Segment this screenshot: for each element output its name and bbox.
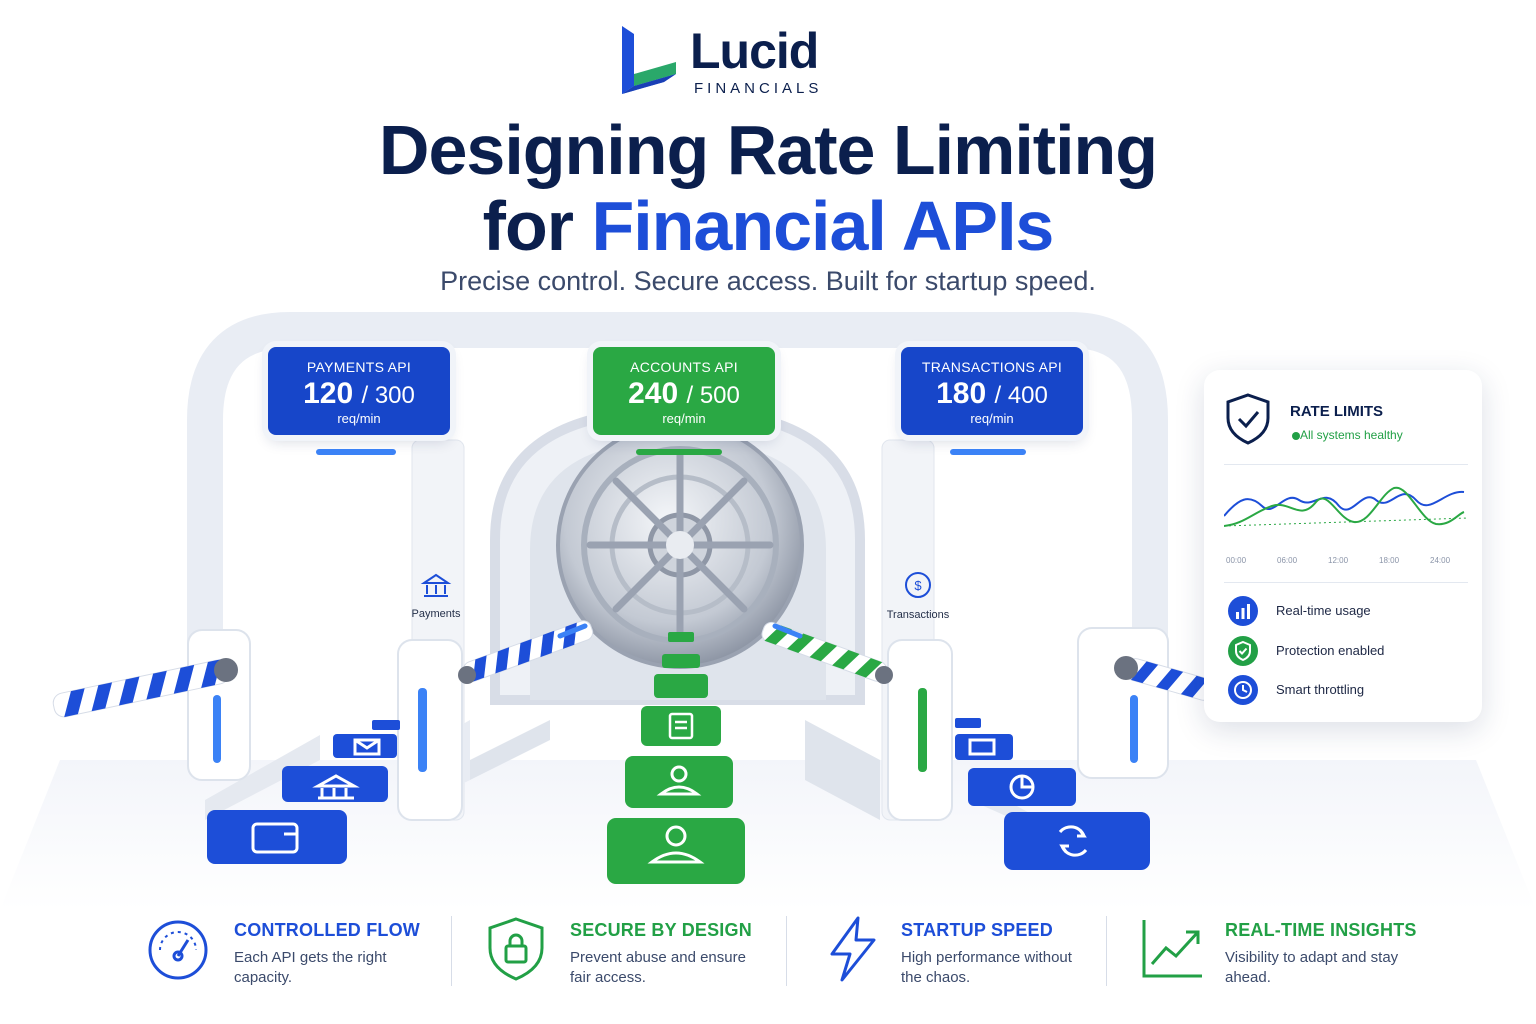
feature-smart-throttling: Smart throttling — [1228, 675, 1468, 705]
gauge-icon — [148, 920, 208, 980]
lightning-icon — [830, 916, 876, 982]
page-title-line1: Designing Rate Limiting — [378, 111, 1158, 189]
bank-icon — [420, 573, 452, 597]
chart-tick: 12:00 — [1328, 556, 1349, 565]
feature-label: Protection enabled — [1276, 643, 1385, 658]
api-limit: / 400 — [994, 382, 1048, 409]
api-current: 240 — [628, 377, 679, 410]
brand-logo: Lucid FINANCIALS — [618, 22, 918, 102]
gate-post-far-right — [1077, 627, 1169, 779]
lucid-logo-icon — [622, 26, 676, 94]
api-unit: req/min — [662, 411, 706, 426]
api-current: 120 — [303, 377, 354, 410]
bar-chart-icon — [1228, 596, 1258, 626]
api-usage: 120 / 300 — [268, 377, 450, 411]
footer-realtime-insights: REAL-TIME INSIGHTS Visibility to adapt a… — [1140, 912, 1430, 1002]
envelope-icon — [353, 738, 381, 756]
footer-text: Each API gets the right capacity. — [234, 949, 387, 986]
divider — [1106, 916, 1107, 986]
divider — [786, 916, 787, 986]
request-tiles-center — [607, 632, 745, 884]
rate-limits-card: RATE LIMITS All systems healthy 00:00 06… — [1204, 370, 1482, 722]
api-limit: / 300 — [361, 382, 415, 409]
api-board-transactions: TRANSACTIONS API 180 / 400 req/min — [901, 347, 1083, 435]
user-icon — [647, 765, 705, 864]
api-current: 180 — [936, 377, 987, 410]
document-icon — [668, 712, 694, 740]
divider — [1224, 582, 1468, 583]
shield-check-icon — [1226, 393, 1270, 445]
feature-protection: Protection enabled — [1228, 636, 1468, 666]
gateway-illustration: $ — [0, 312, 1536, 910]
card-title: RATE LIMITS — [1290, 403, 1384, 420]
chart-tick: 24:00 — [1430, 556, 1451, 565]
footer-heading: REAL-TIME INSIGHTS — [1225, 920, 1417, 940]
api-name: ACCOUNTS API — [630, 359, 738, 375]
api-usage: 180 / 400 — [901, 377, 1083, 411]
footer-heading: SECURE BY DESIGN — [570, 920, 752, 940]
api-name: PAYMENTS API — [306, 359, 412, 375]
title-highlight: Financial APIs — [591, 187, 1054, 265]
side-label-payments: Payments — [411, 608, 461, 620]
transactions-dollar-icon — [905, 572, 931, 598]
page-title-line2: for Financial APIs — [0, 186, 1536, 266]
chart-tick: 00:00 — [1226, 556, 1247, 565]
footer-text: Visibility to adapt and stay ahead. — [1225, 949, 1399, 986]
footer-heading: STARTUP SPEED — [901, 920, 1053, 940]
divider — [1224, 464, 1468, 465]
footer-text: Prevent abuse and ensure fair access. — [570, 949, 746, 986]
brand-name: Lucid — [690, 23, 819, 79]
api-unit: req/min — [337, 411, 381, 426]
barrier-arm-far-left — [52, 659, 230, 718]
usage-sparkline — [1224, 486, 1468, 527]
status-light — [316, 449, 396, 455]
gateway-frame — [187, 312, 1168, 720]
chart-tick: 06:00 — [1277, 556, 1298, 565]
api-board-payments: PAYMENTS API 120 / 300 req/min — [268, 347, 450, 435]
barrier-arm-mid-right — [761, 621, 888, 682]
trend-up-icon — [1142, 920, 1202, 978]
gate-post-mid-left — [397, 639, 463, 821]
shield-lock-icon — [488, 917, 544, 981]
brand-tagline: FINANCIALS — [694, 80, 823, 97]
footer-controlled-flow: CONTROLLED FLOW Each API gets the right … — [146, 912, 446, 1002]
chart-tick: 18:00 — [1379, 556, 1400, 565]
status-text: All systems healthy — [1300, 428, 1403, 442]
api-limit: / 500 — [686, 382, 740, 409]
side-label-transactions: Transactions — [886, 609, 950, 621]
clock-icon — [1228, 675, 1258, 705]
request-tiles-left — [207, 720, 400, 864]
title-prefix: for — [482, 187, 574, 265]
footer-heading: CONTROLLED FLOW — [234, 920, 420, 940]
shield-check-icon — [1228, 636, 1258, 666]
feature-realtime-usage: Real-time usage — [1228, 596, 1468, 626]
feature-label: Smart throttling — [1276, 682, 1365, 697]
footer-text: High performance without the chaos. — [901, 949, 1072, 986]
status-light — [636, 449, 722, 455]
svg-text:$: $ — [914, 578, 922, 593]
status-light — [950, 449, 1026, 455]
api-unit: req/min — [970, 411, 1014, 426]
subtitle: Precise control. Secure access. Built fo… — [440, 266, 1096, 296]
bank-icon — [312, 774, 360, 800]
request-tiles-right — [955, 718, 1150, 870]
footer-startup-speed: STARTUP SPEED High performance without t… — [824, 912, 1104, 1002]
api-usage: 240 / 500 — [593, 377, 775, 411]
status-dot — [1292, 432, 1300, 440]
feature-label: Real-time usage — [1276, 603, 1371, 618]
api-name: TRANSACTIONS API — [921, 359, 1063, 375]
document-icon — [968, 738, 996, 756]
wallet-icon — [251, 822, 299, 854]
api-board-accounts: ACCOUNTS API 240 / 500 req/min — [593, 347, 775, 435]
footer-secure-by-design: SECURE BY DESIGN Prevent abuse and ensur… — [486, 912, 786, 1002]
divider — [451, 916, 452, 986]
